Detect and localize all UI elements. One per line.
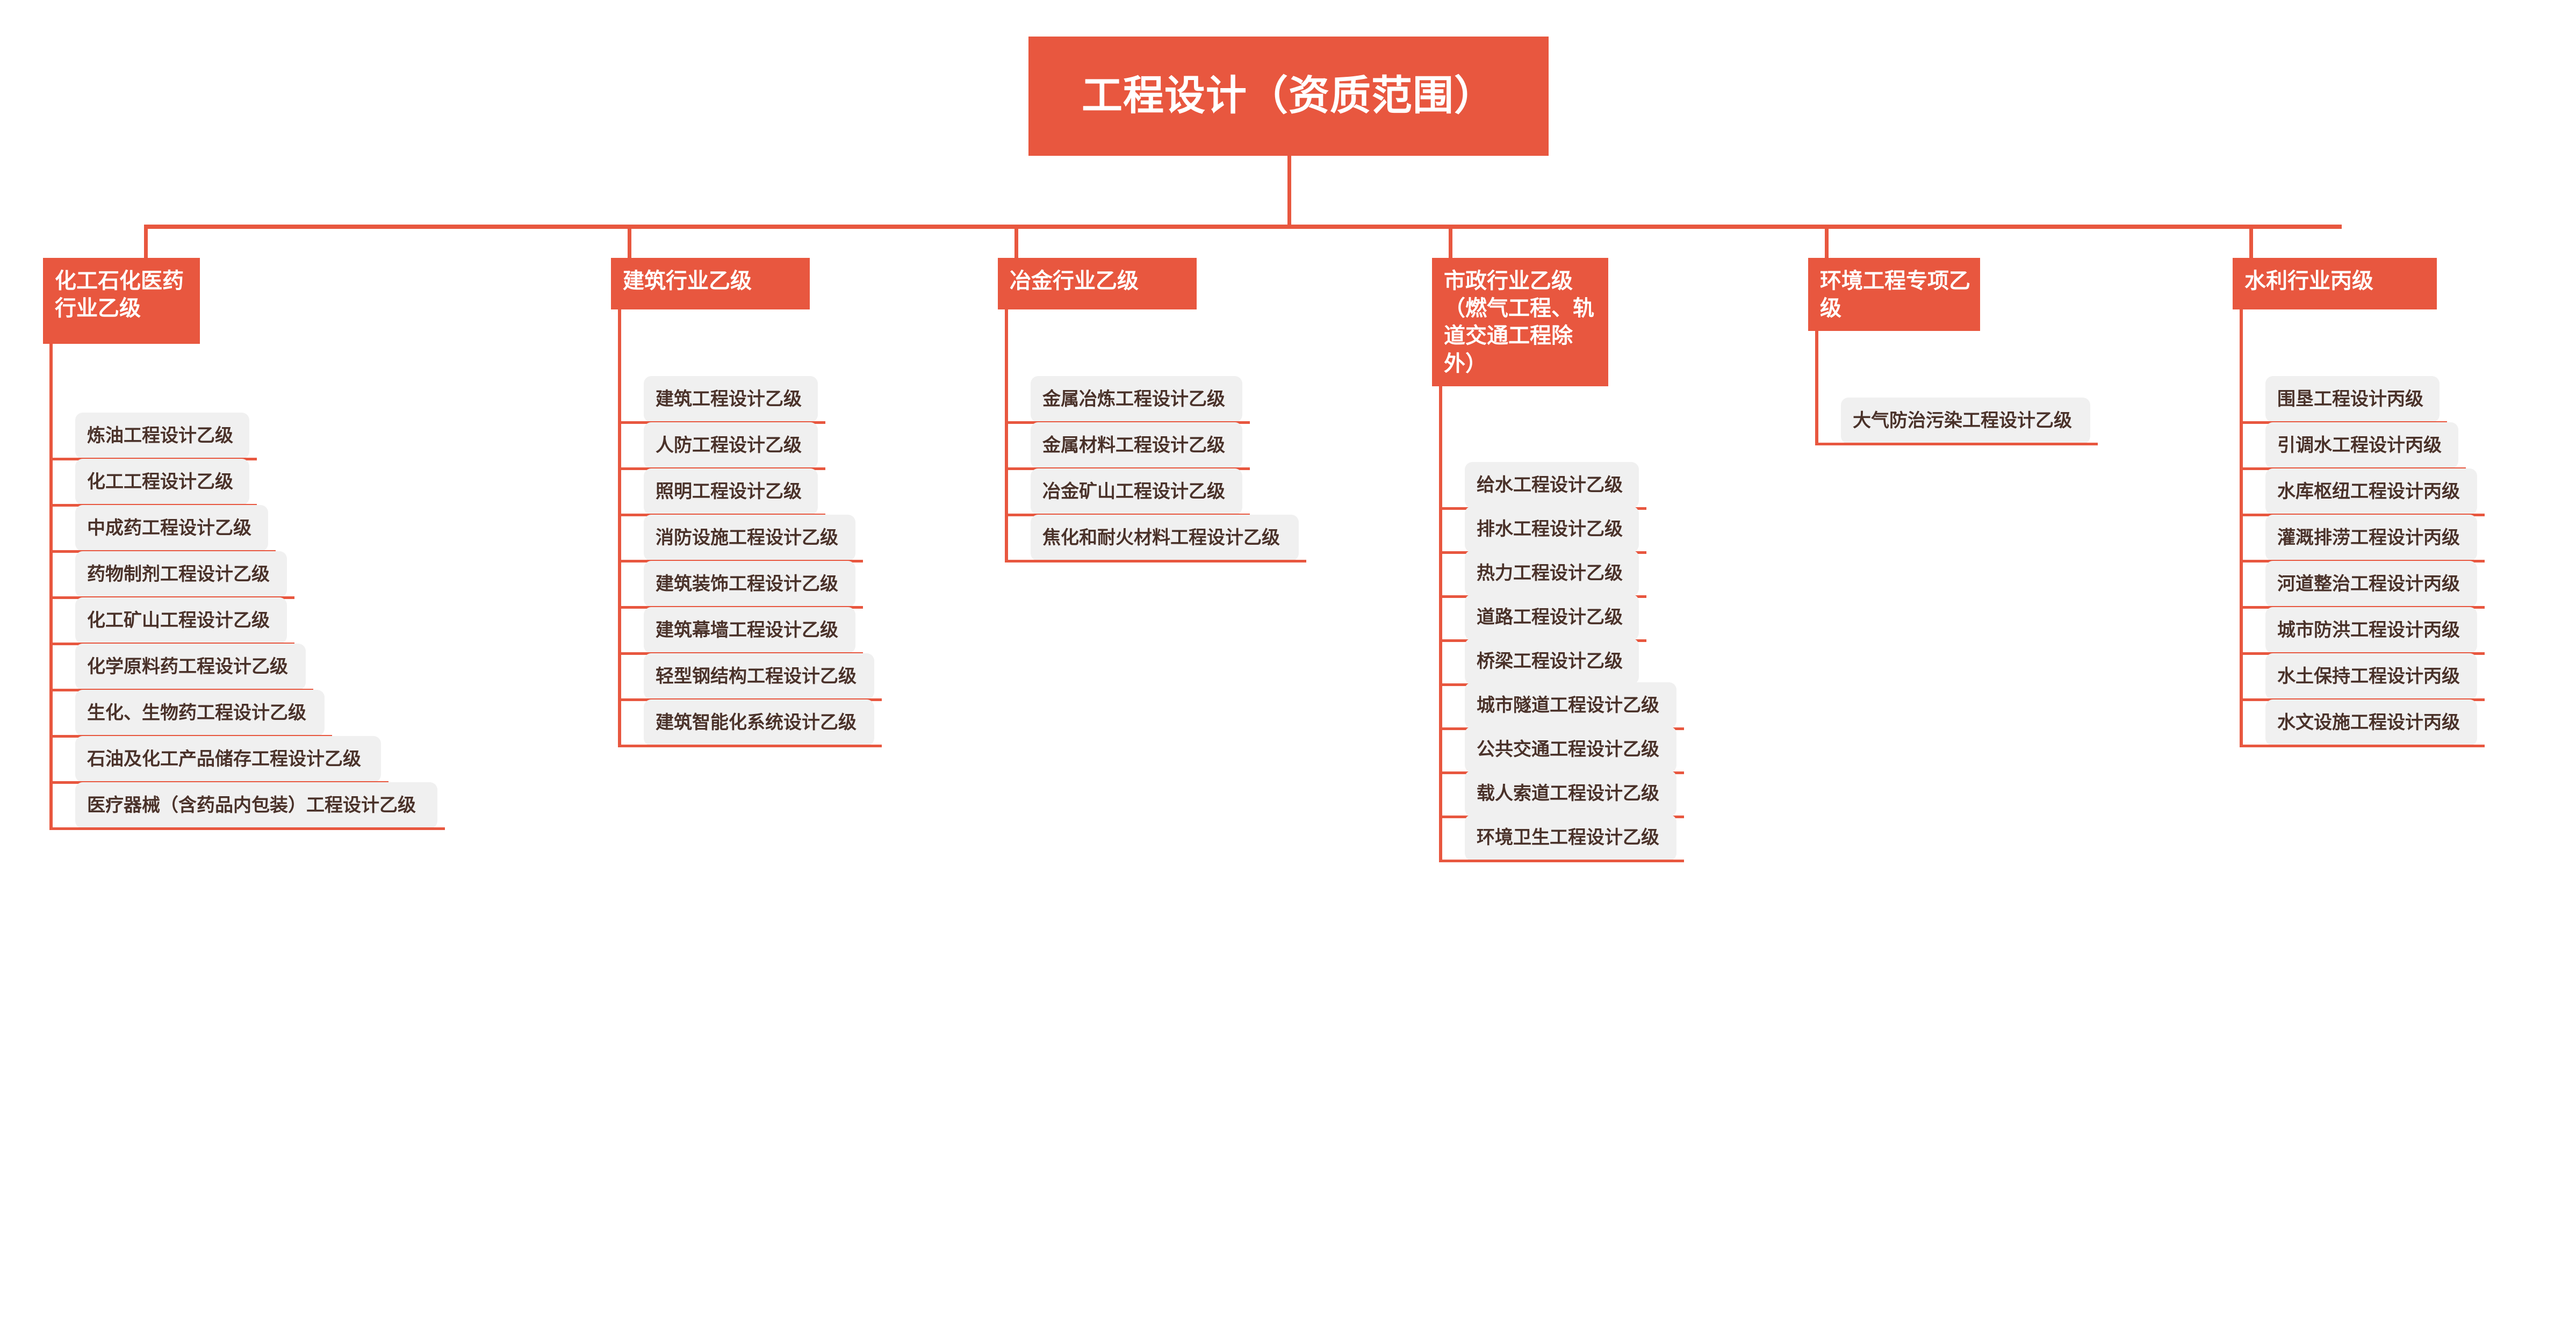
leaf-item[interactable]: 冶金矿山工程设计乙级 xyxy=(1031,468,1242,515)
leaf-item[interactable]: 中成药工程设计乙级 xyxy=(75,505,268,551)
leaf-item[interactable]: 医疗器械（含药品内包装）工程设计乙级 xyxy=(75,782,437,828)
leaf-item[interactable]: 消防设施工程设计乙级 xyxy=(644,515,855,561)
leaf-item[interactable]: 轻型钢结构工程设计乙级 xyxy=(644,653,874,699)
leaf-item[interactable]: 化工矿山工程设计乙级 xyxy=(75,597,287,644)
branch-header-metallurgy[interactable]: 冶金行业乙级 xyxy=(998,258,1197,309)
leaf-item[interactable]: 化工工程设计乙级 xyxy=(75,459,249,505)
branch-spine-chem xyxy=(49,344,53,830)
branch-connector-drop-environment xyxy=(1825,226,1829,258)
leaf-item[interactable]: 炼油工程设计乙级 xyxy=(75,413,249,459)
leaf-item[interactable]: 给水工程设计乙级 xyxy=(1465,462,1639,508)
leaf-item[interactable]: 金属冶炼工程设计乙级 xyxy=(1031,376,1242,422)
branch-connector-drop-chem xyxy=(144,226,148,258)
leaf-connector-line xyxy=(2240,745,2485,747)
root-connector-drop xyxy=(1287,156,1291,226)
branch-header-water[interactable]: 水利行业丙级 xyxy=(2233,258,2437,309)
leaf-item[interactable]: 道路工程设计乙级 xyxy=(1465,594,1639,640)
branch-spine-building xyxy=(618,309,621,747)
leaf-item[interactable]: 金属材料工程设计乙级 xyxy=(1031,422,1242,468)
leaf-item[interactable]: 建筑幕墙工程设计乙级 xyxy=(644,607,855,653)
branch-spine-environment xyxy=(1815,331,1818,445)
leaf-item[interactable]: 水土保持工程设计丙级 xyxy=(2265,653,2477,699)
leaf-item[interactable]: 河道整治工程设计丙级 xyxy=(2265,561,2477,607)
leaf-item[interactable]: 大气防治污染工程设计乙级 xyxy=(1841,398,2090,444)
leaf-connector-line xyxy=(1439,860,1684,862)
branch-connector-drop-building xyxy=(628,226,631,258)
leaf-item[interactable]: 热力工程设计乙级 xyxy=(1465,550,1639,596)
leaf-item[interactable]: 建筑工程设计乙级 xyxy=(644,376,818,422)
leaf-connector-line xyxy=(1005,560,1306,562)
leaf-item[interactable]: 照明工程设计乙级 xyxy=(644,468,818,515)
root-node[interactable]: 工程设计（资质范围） xyxy=(1028,37,1549,156)
leaf-item[interactable]: 城市隧道工程设计乙级 xyxy=(1465,682,1676,728)
branch-header-environment[interactable]: 环境工程专项乙级 xyxy=(1808,258,1980,331)
leaf-item[interactable]: 环境卫生工程设计乙级 xyxy=(1465,814,1676,861)
leaf-item[interactable]: 桥梁工程设计乙级 xyxy=(1465,638,1639,684)
leaf-item[interactable]: 城市防洪工程设计丙级 xyxy=(2265,607,2477,653)
branch-connector-drop-water xyxy=(2249,226,2253,258)
leaf-item[interactable]: 建筑装饰工程设计乙级 xyxy=(644,561,855,607)
leaf-connector-line xyxy=(618,745,882,747)
leaf-item[interactable]: 引调水工程设计丙级 xyxy=(2265,422,2458,468)
leaf-item[interactable]: 化学原料药工程设计乙级 xyxy=(75,644,306,690)
branch-spine-water xyxy=(2240,309,2243,747)
branch-spine-municipal xyxy=(1439,386,1442,862)
branch-header-municipal[interactable]: 市政行业乙级（燃气工程、轨道交通工程除外） xyxy=(1432,258,1608,386)
leaf-connector-line xyxy=(1815,443,2098,445)
branch-spine-metallurgy xyxy=(1005,309,1008,562)
branch-header-building[interactable]: 建筑行业乙级 xyxy=(611,258,810,309)
leaf-item[interactable]: 生化、生物药工程设计乙级 xyxy=(75,690,325,736)
leaf-item[interactable]: 石油及化工产品储存工程设计乙级 xyxy=(75,736,381,782)
branch-header-chem[interactable]: 化工石化医药行业乙级 xyxy=(43,258,200,344)
leaf-item[interactable]: 公共交通工程设计乙级 xyxy=(1465,726,1676,773)
leaf-item[interactable]: 排水工程设计乙级 xyxy=(1465,506,1639,552)
leaf-item[interactable]: 围垦工程设计丙级 xyxy=(2265,376,2440,422)
connector-bus-horizontal xyxy=(144,225,2342,229)
branch-connector-drop-municipal xyxy=(1449,226,1452,258)
leaf-item[interactable]: 水文设施工程设计丙级 xyxy=(2265,699,2477,746)
leaf-item[interactable]: 水库枢纽工程设计丙级 xyxy=(2265,468,2477,515)
leaf-item[interactable]: 人防工程设计乙级 xyxy=(644,422,818,468)
leaf-item[interactable]: 建筑智能化系统设计乙级 xyxy=(644,699,874,746)
leaf-connector-line xyxy=(49,827,445,830)
leaf-item[interactable]: 灌溉排涝工程设计丙级 xyxy=(2265,515,2477,561)
leaf-item[interactable]: 药物制剂工程设计乙级 xyxy=(75,551,287,597)
branch-connector-drop-metallurgy xyxy=(1014,226,1018,258)
leaf-item[interactable]: 焦化和耐火材料工程设计乙级 xyxy=(1031,515,1299,561)
leaf-item[interactable]: 载人索道工程设计乙级 xyxy=(1465,770,1676,817)
